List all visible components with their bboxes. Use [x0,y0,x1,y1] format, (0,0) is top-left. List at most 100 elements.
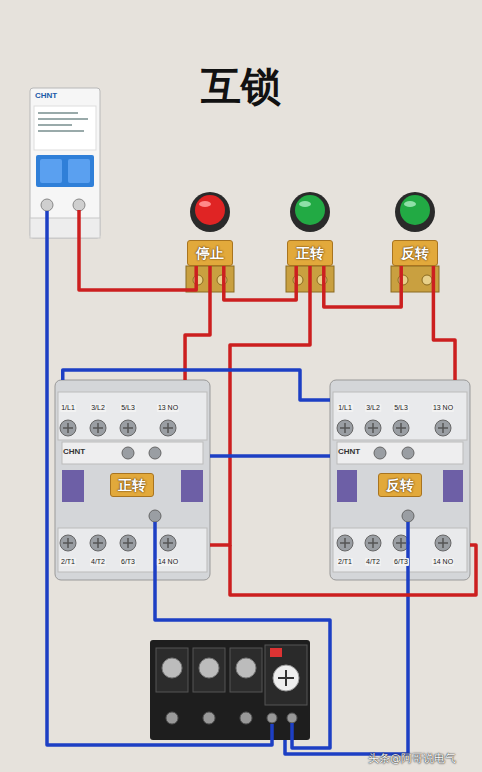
wire-connector [185,266,210,380]
indicator-window [181,470,203,502]
screw-slot [163,423,173,433]
indicator-window [337,470,357,502]
button-tag: 停止 [187,240,233,266]
button-ring [395,192,435,232]
screw-slot [123,423,133,433]
aux-screw [374,447,386,459]
terminal-screw [120,535,136,551]
diagram-title: 互锁 [0,62,482,110]
terminal-screw [73,199,85,211]
terminal-label: 4/T2 [365,558,381,566]
aux-block [337,442,463,464]
button-shine [404,201,416,207]
terminal-label: 14 NO [157,558,179,566]
circuit-breaker [30,88,100,238]
screw-slot [340,538,350,548]
relay-screw [166,712,178,724]
screw-slot [63,423,73,433]
contactor-tag: 反转 [378,473,422,497]
terminal-screw [160,535,176,551]
contactor-tag: 正转 [110,473,154,497]
terminal-label: 2/T1 [337,558,353,566]
breaker-print [38,112,78,114]
relay-reset-button [270,648,282,657]
terminal-screw [435,535,451,551]
wire-connector [324,266,401,307]
terminal-label: 1/L1 [60,404,76,412]
wire-blue [47,211,272,745]
terminal-screw [90,535,106,551]
terminal-screw [90,420,106,436]
aux-screw [149,447,161,459]
terminal-screw [435,420,451,436]
relay-screw [287,713,297,723]
button-ring [190,192,230,232]
terminal-label: 5/L3 [120,404,136,412]
aux-block [62,442,203,464]
wire-connector [210,454,330,458]
contactor-body [55,380,210,580]
breaker-print [38,130,84,132]
breaker-body [30,88,100,238]
terminal-label: 13 NO [157,404,179,412]
terminal-screw [422,275,432,285]
terminal-label: 2/T1 [60,558,76,566]
terminal-strip [333,528,467,572]
terminal-label: 13 NO [432,404,454,412]
relay-terminal-block [230,648,262,692]
wire-connector [224,266,296,300]
terminal-label: 3/L2 [365,404,381,412]
brand-label: CHNT [338,447,360,456]
terminal-label: 3/L2 [90,404,106,412]
terminal-label: 4/T2 [90,558,106,566]
aux-screw [122,447,134,459]
terminal-strip [333,392,467,440]
wire-connector [433,266,455,380]
terminal-strip [58,528,207,572]
screw-slot [396,423,406,433]
relay-screw [162,658,182,678]
relay-screw [236,658,256,678]
screw-slot [438,538,448,548]
terminal-screw [365,420,381,436]
aux-screw [402,447,414,459]
brand-label: CHNT [35,91,57,100]
screw-slot [438,423,448,433]
terminal-label: 6/T3 [393,558,409,566]
watermark: 头条@阿哥说电气 [368,751,456,766]
relay-screw [203,712,215,724]
wires [47,211,476,754]
screw-slot [368,423,378,433]
screw-slot [93,538,103,548]
main-terminal-screws [60,420,451,551]
screw-slot [63,538,73,548]
breaker-handle [40,159,62,183]
coil-screw [149,510,161,522]
relay-dial-mark [278,670,294,686]
button-cap [295,195,325,225]
coil-screw [402,510,414,522]
wire-connector [79,210,196,290]
terminal-screw [365,535,381,551]
breaker-plate [34,106,96,150]
terminal-screw [393,420,409,436]
terminal-screw [60,535,76,551]
relay-body [150,640,310,740]
relay-terminal-block [193,648,225,692]
relay-screw [199,658,219,678]
screw-slot [368,538,378,548]
wire-connector [210,266,310,545]
breaker-print [38,118,88,120]
breaker-print [38,124,72,126]
button-label: 反转 [401,245,429,261]
screw-slot [123,538,133,548]
button-cap [195,195,225,225]
screw-slot [93,423,103,433]
relay-screw [267,713,277,723]
terminal-screw [60,420,76,436]
button-tag: 反转 [392,240,438,266]
